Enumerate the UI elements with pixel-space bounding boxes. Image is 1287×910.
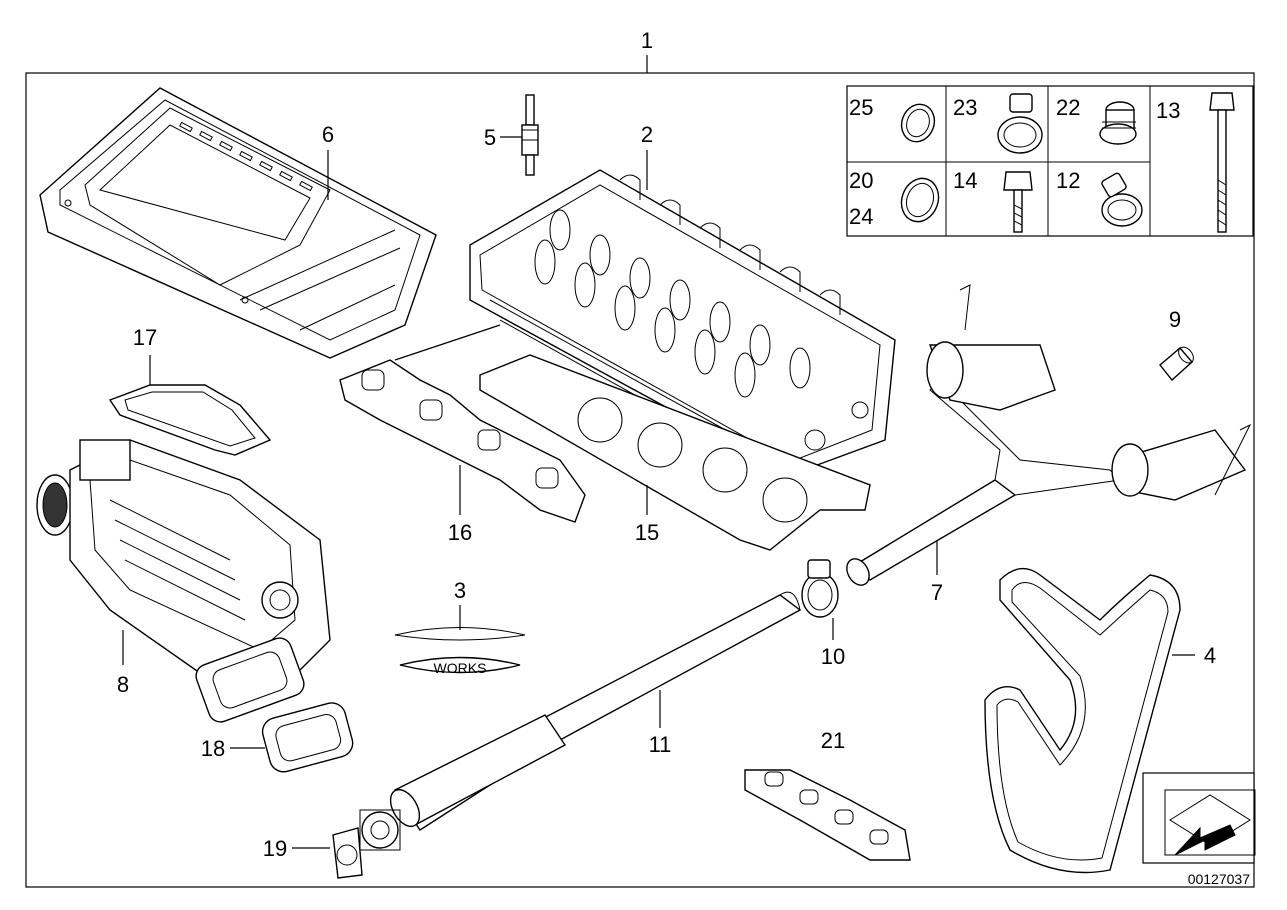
callout-4: 4 — [1172, 643, 1216, 668]
label-12: 12 — [1056, 168, 1080, 193]
svg-text:7: 7 — [931, 580, 943, 605]
svg-text:15: 15 — [635, 520, 659, 545]
belt-part-4 — [984, 567, 1181, 874]
svg-text:8: 8 — [117, 672, 129, 697]
cylinder-head-part-2 — [469, 169, 896, 476]
orientation-inset — [1142, 772, 1256, 864]
callout-11: 10 — [821, 618, 845, 669]
label-14: 14 — [953, 168, 977, 193]
exhaust-pipe-part-9 — [359, 591, 802, 851]
svg-text:21: 21 — [821, 728, 845, 753]
svg-text:2: 2 — [641, 122, 653, 147]
small-parts-box: 25 23 22 13 20 24 14 12 — [846, 85, 1254, 237]
hose-clamp-part-23 — [997, 93, 1043, 154]
callout-1: 1 — [641, 28, 653, 53]
callout-17: 19 — [263, 836, 330, 861]
label-13: 13 — [1156, 98, 1180, 123]
svg-text:4: 4 — [1204, 643, 1216, 668]
screw-plug-part-22 — [1099, 101, 1137, 145]
svg-text:16: 16 — [448, 520, 472, 545]
svg-text:11: 11 — [649, 732, 672, 757]
label-20: 20 — [849, 168, 873, 193]
bolt-part-13 — [1209, 92, 1235, 233]
arrow-icon — [1174, 824, 1236, 856]
svg-text:5: 5 — [484, 125, 496, 150]
callout-5: 5 — [484, 125, 522, 150]
engine-cover-part-6 — [39, 87, 437, 359]
callout-21: 18 — [201, 736, 265, 761]
main-frame: 1 — [25, 28, 1255, 888]
callout-6: 6 — [322, 122, 334, 200]
clamp-part-12 — [1101, 172, 1143, 227]
supercharger-part-7 — [36, 439, 331, 723]
callout-16: 21 — [821, 728, 845, 753]
callout-8: 7 — [931, 540, 943, 605]
callout-9: 11 — [649, 690, 672, 757]
emblem-part-3: WORKS — [394, 627, 526, 676]
callout-7: 8 — [117, 630, 129, 697]
callout-3: 3 — [454, 578, 466, 630]
label-22: 22 — [1056, 95, 1080, 120]
gasket-part-19 — [108, 384, 272, 456]
label-23: 23 — [953, 95, 977, 120]
rear-muffler-part-8 — [846, 284, 1252, 586]
gasket-part-16 — [744, 769, 911, 861]
svg-text:18: 18 — [201, 736, 225, 761]
label-24: 24 — [849, 204, 873, 229]
svg-text:9: 9 — [1169, 307, 1181, 332]
svg-text:17: 17 — [133, 325, 157, 350]
callout-2: 2 — [641, 122, 653, 190]
bolt-part-14 — [1003, 171, 1033, 233]
svg-text:6: 6 — [322, 122, 334, 147]
callout-19: 17 — [133, 325, 157, 385]
gasket-part-18 — [339, 324, 586, 523]
gasket-part-21 — [261, 702, 354, 773]
clamp-part-11 — [801, 559, 839, 618]
label-25: 25 — [849, 95, 873, 120]
gasket-part-17 — [332, 827, 363, 879]
catalog-number: 00127037 — [1188, 871, 1251, 887]
o-ring-part-25 — [900, 103, 936, 143]
callout-15: 15 — [635, 485, 659, 545]
svg-text:10: 10 — [821, 644, 845, 669]
sleeve-part-10 — [1159, 346, 1194, 382]
head-gasket-part-15 — [479, 354, 871, 551]
svg-text:3: 3 — [454, 578, 466, 603]
spark-plug-part-5 — [521, 94, 539, 176]
callout-10: 9 — [1169, 307, 1181, 332]
callout-18: 16 — [448, 465, 472, 545]
o-ring-part-20-24 — [900, 177, 940, 223]
emblem-lettering: WORKS — [434, 660, 487, 676]
svg-text:19: 19 — [263, 836, 287, 861]
